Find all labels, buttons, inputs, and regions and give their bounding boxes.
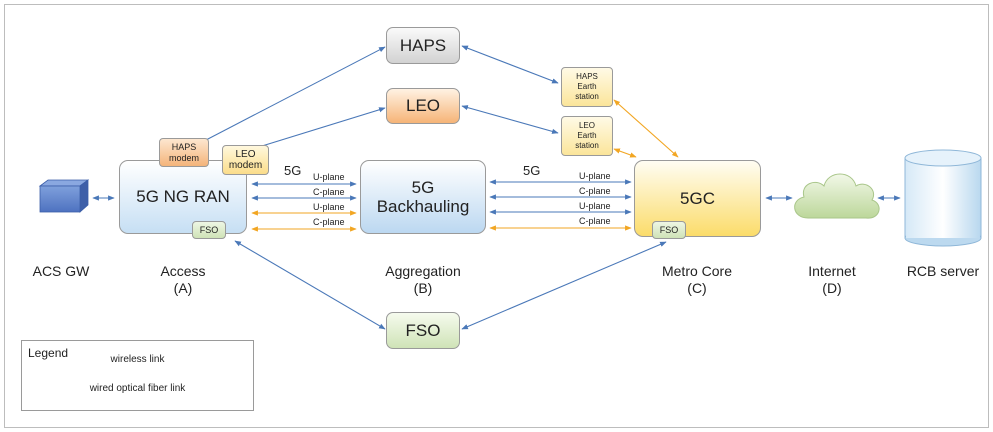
core-fso-tag: FSO <box>652 221 686 239</box>
bh-core-5g-label: 5G <box>523 163 541 178</box>
ran-fso-tag: FSO <box>192 221 226 239</box>
segment-label-internet: Internet (D) <box>790 263 874 297</box>
ran-fso-tag-label: FSO <box>199 224 219 235</box>
legend-fiber-label: wired optical fiber link <box>89 383 186 394</box>
segment-label-metro-core: Metro Core (C) <box>637 263 757 297</box>
ran-label: 5G NG RAN <box>136 187 230 206</box>
leo-earth-line2: Earth <box>577 131 597 140</box>
plane-label: C-plane <box>579 186 611 196</box>
segment-label-acs-gw: ACS GW <box>24 263 98 280</box>
legend-box: Legend wireless link wired optical fiber… <box>21 340 254 411</box>
segment-label-aggregation: Aggregation (B) <box>363 263 483 297</box>
backhauling-label-line1: 5G <box>411 178 435 197</box>
segment-name: RCB server <box>906 263 980 279</box>
fso-label: FSO <box>405 320 441 340</box>
link-haps-earth <box>461 45 559 84</box>
plane-label: C-plane <box>579 216 611 226</box>
plane-label: U-plane <box>313 172 345 182</box>
segment-sub: (B) <box>413 280 433 296</box>
plane-label: U-plane <box>579 171 611 181</box>
backhauling-node: 5G Backhauling <box>360 160 486 234</box>
haps-node: HAPS <box>386 27 460 64</box>
segment-name: ACS GW <box>32 263 90 279</box>
link-haps-earth-core <box>613 99 679 158</box>
segment-sub: (A) <box>173 280 193 296</box>
leo-earth-line1: LEO <box>578 121 595 130</box>
core-label: 5GC <box>680 188 715 208</box>
diagram-frame <box>4 4 989 428</box>
segment-name: Internet <box>808 263 856 279</box>
legend-title: Legend <box>28 346 69 360</box>
link-ran-fso <box>234 240 386 330</box>
backhauling-label-line2: Backhauling <box>376 197 470 216</box>
ran-bh-5g-label: 5G <box>284 163 302 178</box>
segment-sub: (D) <box>822 280 842 296</box>
backhauling-label: 5G Backhauling <box>377 178 470 216</box>
plane-label: U-plane <box>579 201 611 211</box>
link-fso-core <box>461 241 667 330</box>
plane-label: C-plane <box>313 217 345 227</box>
leo-label: LEO <box>405 96 441 115</box>
leo-earth-line3: station <box>575 141 599 150</box>
link-modem-leo <box>261 107 386 147</box>
segment-name: Access <box>160 263 206 279</box>
haps-modem-line2: modem <box>168 152 199 163</box>
segment-label-access: Access (A) <box>138 263 228 297</box>
plane-label: C-plane <box>313 187 345 197</box>
link-modem-haps <box>205 46 386 141</box>
rcb-server-icon <box>904 149 982 247</box>
segment-label-rcb-server: RCB server <box>897 263 989 280</box>
leo-modem-line2: modem <box>228 160 263 171</box>
segment-sub: (C) <box>687 280 707 296</box>
leo-node: LEO <box>386 88 460 124</box>
link-leo-earth-core <box>613 148 637 158</box>
haps-modem-line1: HAPS <box>171 141 197 152</box>
internet-cloud-icon <box>794 173 880 219</box>
leo-modem-line1: LEO <box>235 149 256 160</box>
haps-earth-line3: station <box>575 92 599 101</box>
haps-earth-line1: HAPS <box>576 72 598 81</box>
haps-label: HAPS <box>399 35 447 55</box>
acs-gw-icon <box>38 179 90 213</box>
plane-label: U-plane <box>313 202 345 212</box>
core-fso-tag-label: FSO <box>659 224 679 235</box>
legend-wireless-label: wireless link <box>110 354 165 365</box>
segment-name: Metro Core <box>661 263 733 279</box>
link-leo-earth <box>461 105 559 134</box>
segment-name: Aggregation <box>385 263 461 279</box>
fso-node: FSO <box>386 312 460 349</box>
haps-earth-line2: Earth <box>577 82 597 91</box>
